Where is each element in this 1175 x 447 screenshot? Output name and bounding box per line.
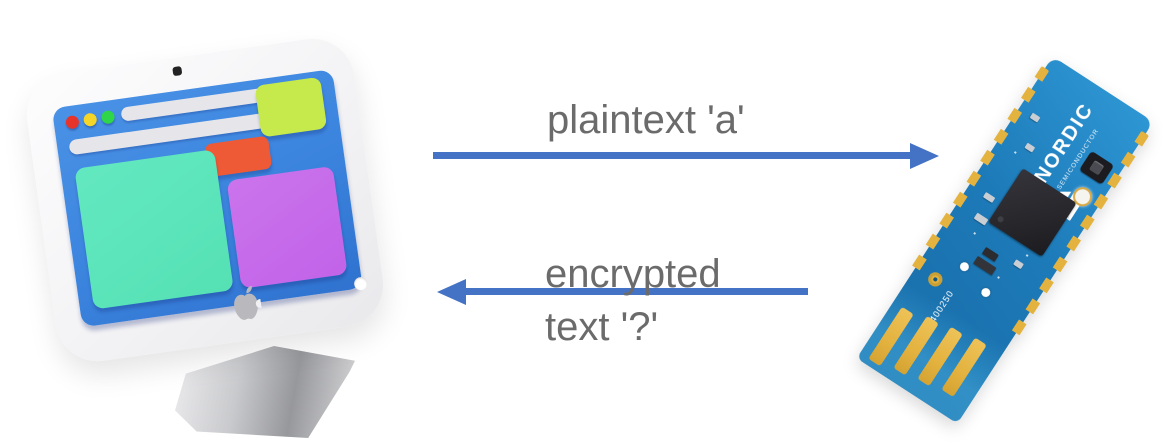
apple-logo-icon — [234, 285, 264, 320]
monitor-body — [21, 33, 389, 367]
usb-dongle: NORDIC SEMICONDUCTOR 400250 — [856, 56, 1154, 424]
monitor-stand — [175, 346, 355, 438]
encrypted-label: encrypted text '?' — [545, 248, 721, 354]
content-card-purple — [226, 165, 348, 289]
window-close-dot-icon — [65, 114, 80, 130]
arrowhead-right-icon — [910, 143, 939, 169]
computer-illustration — [15, 28, 410, 447]
plaintext-arrow-shaft — [433, 152, 910, 159]
window-zoom-dot-icon — [100, 109, 116, 125]
encrypted-arrow-shaft — [464, 288, 808, 295]
power-indicator — [353, 276, 368, 291]
content-card-lime — [254, 76, 328, 138]
browser-window — [51, 69, 363, 328]
content-card-teal — [74, 149, 234, 310]
webcam-icon — [172, 66, 183, 77]
encrypted-label-line2: text '?' — [545, 305, 659, 349]
encrypted-label-line1: encrypted — [545, 252, 721, 296]
plaintext-label: plaintext 'a' — [547, 98, 745, 142]
window-minimize-dot-icon — [82, 112, 98, 128]
arrowhead-left-icon — [437, 279, 466, 305]
